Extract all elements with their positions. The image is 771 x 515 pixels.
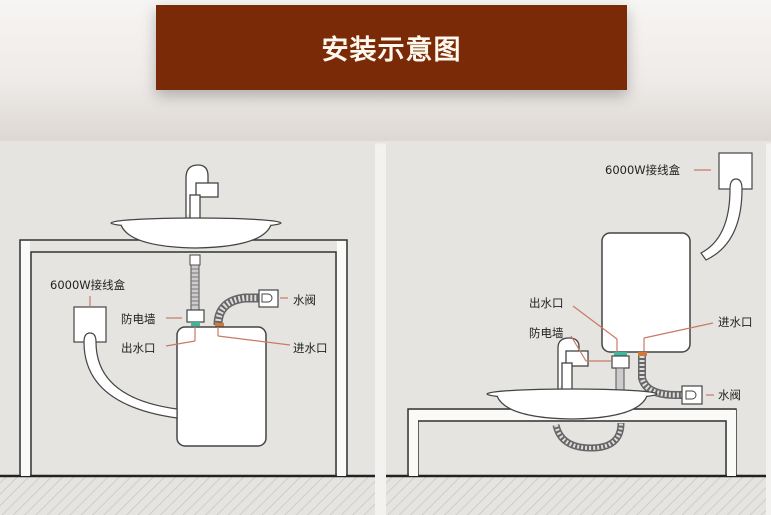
page-title: 安装示意图 [321, 35, 462, 66]
label-junction-box: 6000W接线盒 [50, 278, 126, 292]
label-water-outlet: 出水口 [121, 341, 156, 355]
label-anti-electric-wall: 防电墙 [121, 312, 156, 326]
label-water-inlet: 进水口 [293, 341, 328, 355]
label-water-outlet: 出水口 [529, 296, 564, 310]
label-anti-electric-wall: 防电墙 [529, 326, 564, 340]
basin-icon [486, 388, 658, 420]
faucet-icon [557, 337, 589, 394]
label-water-valve: 水阀 [718, 388, 741, 402]
left-diagram-under-sink: 6000W接线盒 防电墙 出水口 水阀 进水口 [0, 143, 375, 515]
faucet-icon [185, 164, 219, 222]
under-sink-illustration [0, 164, 375, 515]
label-water-valve: 水阀 [293, 293, 316, 307]
label-water-inlet: 进水口 [718, 315, 753, 329]
label-junction-box: 6000W接线盒 [605, 163, 681, 177]
basin-icon [110, 217, 282, 249]
above-sink-illustration [386, 152, 766, 515]
right-diagram-above-sink: 6000W接线盒 出水口 防电墙 进水口 水阀 [386, 143, 766, 515]
title-banner: 安装示意图 [156, 5, 627, 90]
